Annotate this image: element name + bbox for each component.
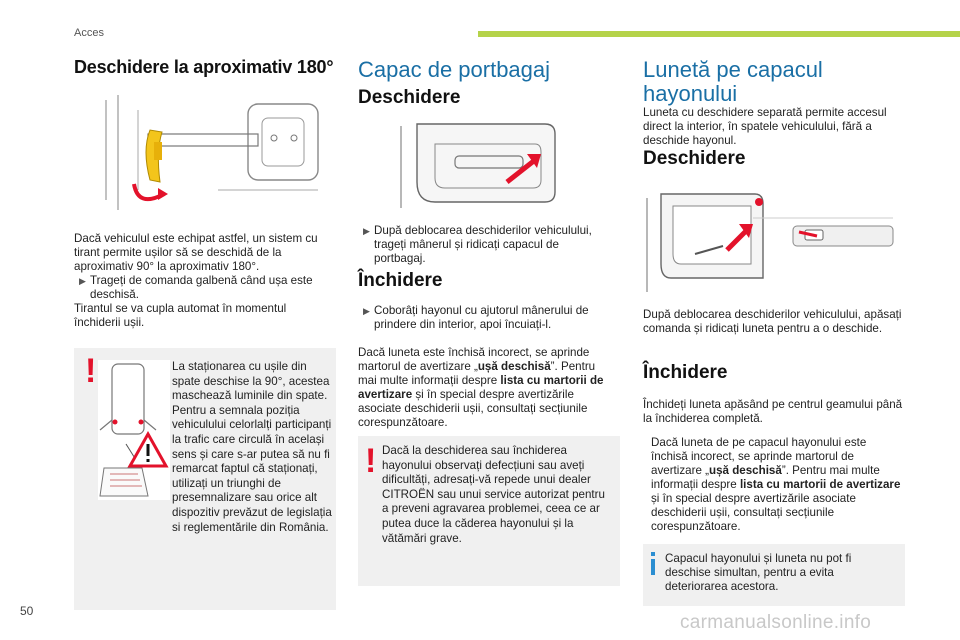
col3-p-pre: Dacă luneta de pe capacul hayonului este… xyxy=(651,436,867,477)
pointer-arrow-icon: ▶ xyxy=(363,226,370,236)
col2-title: Capac de portbagaj xyxy=(358,57,551,82)
section-label: Acces xyxy=(74,27,104,39)
col3-p-mid: ”. Pentru mai multe informații despre xyxy=(651,464,880,491)
col2-warning-text: Dacă la deschiderea sau închiderea hayon… xyxy=(382,444,605,545)
col2-open-heading: Deschidere xyxy=(358,87,461,108)
col1-warning-box: ! La staționarea cu ușile din spate desc… xyxy=(74,348,336,610)
warning-exclamation-icon: ! xyxy=(365,442,377,480)
col3-p-bold-warning-list: lista cu martorii de avertizare xyxy=(739,478,901,491)
col3-open-heading: Deschidere xyxy=(643,148,746,169)
col3-title: Lunetă pe capacul hayonului xyxy=(643,57,823,106)
pointer-arrow-icon: ▶ xyxy=(79,276,86,286)
rear-window-button-diagram-icon xyxy=(646,193,894,292)
col2-close-bullet-text: Coborâți hayonul cu ajutorul mânerului d… xyxy=(374,304,589,331)
col2-open-bullet-text: După deblocarea deschiderilor vehicululu… xyxy=(374,224,592,265)
col2-warning-box: ! Dacă la deschiderea sau închiderea hay… xyxy=(358,436,620,586)
col2-p-post: și în special despre avertizările asocia… xyxy=(358,388,588,429)
info-icon-dot xyxy=(651,552,655,556)
col3-info-text: Capacul hayonului și luneta nu pot fi de… xyxy=(665,552,852,593)
col1-warning-text: La staționarea cu ușile din spate deschi… xyxy=(172,360,332,534)
col3-close-heading: Închidere xyxy=(643,362,728,383)
page-number: 50 xyxy=(20,604,34,618)
col2-p-bold-warning-list: lista cu martorii de avertizare xyxy=(358,374,604,401)
warning-exclamation-icon: ! xyxy=(85,352,97,390)
col2-p-pre: Dacă luneta este închisă incorect, se ap… xyxy=(358,346,590,373)
col1-paragraph-1: Dacă vehiculul este echipat astfel, un s… xyxy=(74,232,318,273)
col1-title: Deschidere la aproximativ 180° xyxy=(74,57,334,77)
col3-intro: Luneta cu deschidere separată permite ac… xyxy=(643,106,887,147)
door-tie-rod-diagram-icon xyxy=(98,90,328,216)
pointer-arrow-icon: ▶ xyxy=(363,306,370,316)
col3-info-box: Capacul hayonului și luneta nu pot fi de… xyxy=(643,544,905,606)
col3-close-text: Închideți luneta apăsând pe centrul geam… xyxy=(643,398,903,425)
col3-p-bold-door-open: ușă deschisă xyxy=(709,464,782,477)
info-icon xyxy=(651,559,655,575)
watermark: carmanualsonline.info xyxy=(680,612,872,633)
col2-open-bullet: ▶ După deblocarea deschiderilor vehiculul… xyxy=(358,224,610,266)
col2-p-bold-door-open: ușă deschisă xyxy=(477,360,551,373)
tailgate-image xyxy=(395,122,567,208)
tailgate-handle-diagram-icon xyxy=(400,123,556,208)
col1-bullet-1: ▶ Trageți de comanda galbenă când ușa est… xyxy=(74,274,326,302)
parked-van-illustration xyxy=(98,360,170,500)
col2-close-bullet: ▶ Coborâți hayonul cu ajutorul mânerului … xyxy=(358,304,610,332)
parked-van-warning-triangle-icon xyxy=(99,363,169,497)
col2-close-heading: Închidere xyxy=(358,270,443,291)
col2-warning-light-paragraph: Dacă luneta este închisă incorect, se ap… xyxy=(358,346,610,430)
col3-warning-light-paragraph: Dacă luneta de pe capacul hayonului este… xyxy=(651,436,903,534)
col3-p-post: și în special despre avertizările asocia… xyxy=(651,492,856,533)
rear-window-image xyxy=(643,188,905,292)
col2-p-mid: ”. Pentru mai multe informații despre xyxy=(358,360,596,387)
col1-paragraph-2: Tirantul se va cupla automat în momentul… xyxy=(74,302,287,329)
col1-bullet-1-text: Trageți de comanda galbenă când ușa este… xyxy=(90,274,313,301)
door-tie-rod-image xyxy=(98,90,328,216)
header-accent-rule xyxy=(478,31,960,37)
col3-open-text: După deblocarea deschiderilor vehicululu… xyxy=(643,308,902,335)
